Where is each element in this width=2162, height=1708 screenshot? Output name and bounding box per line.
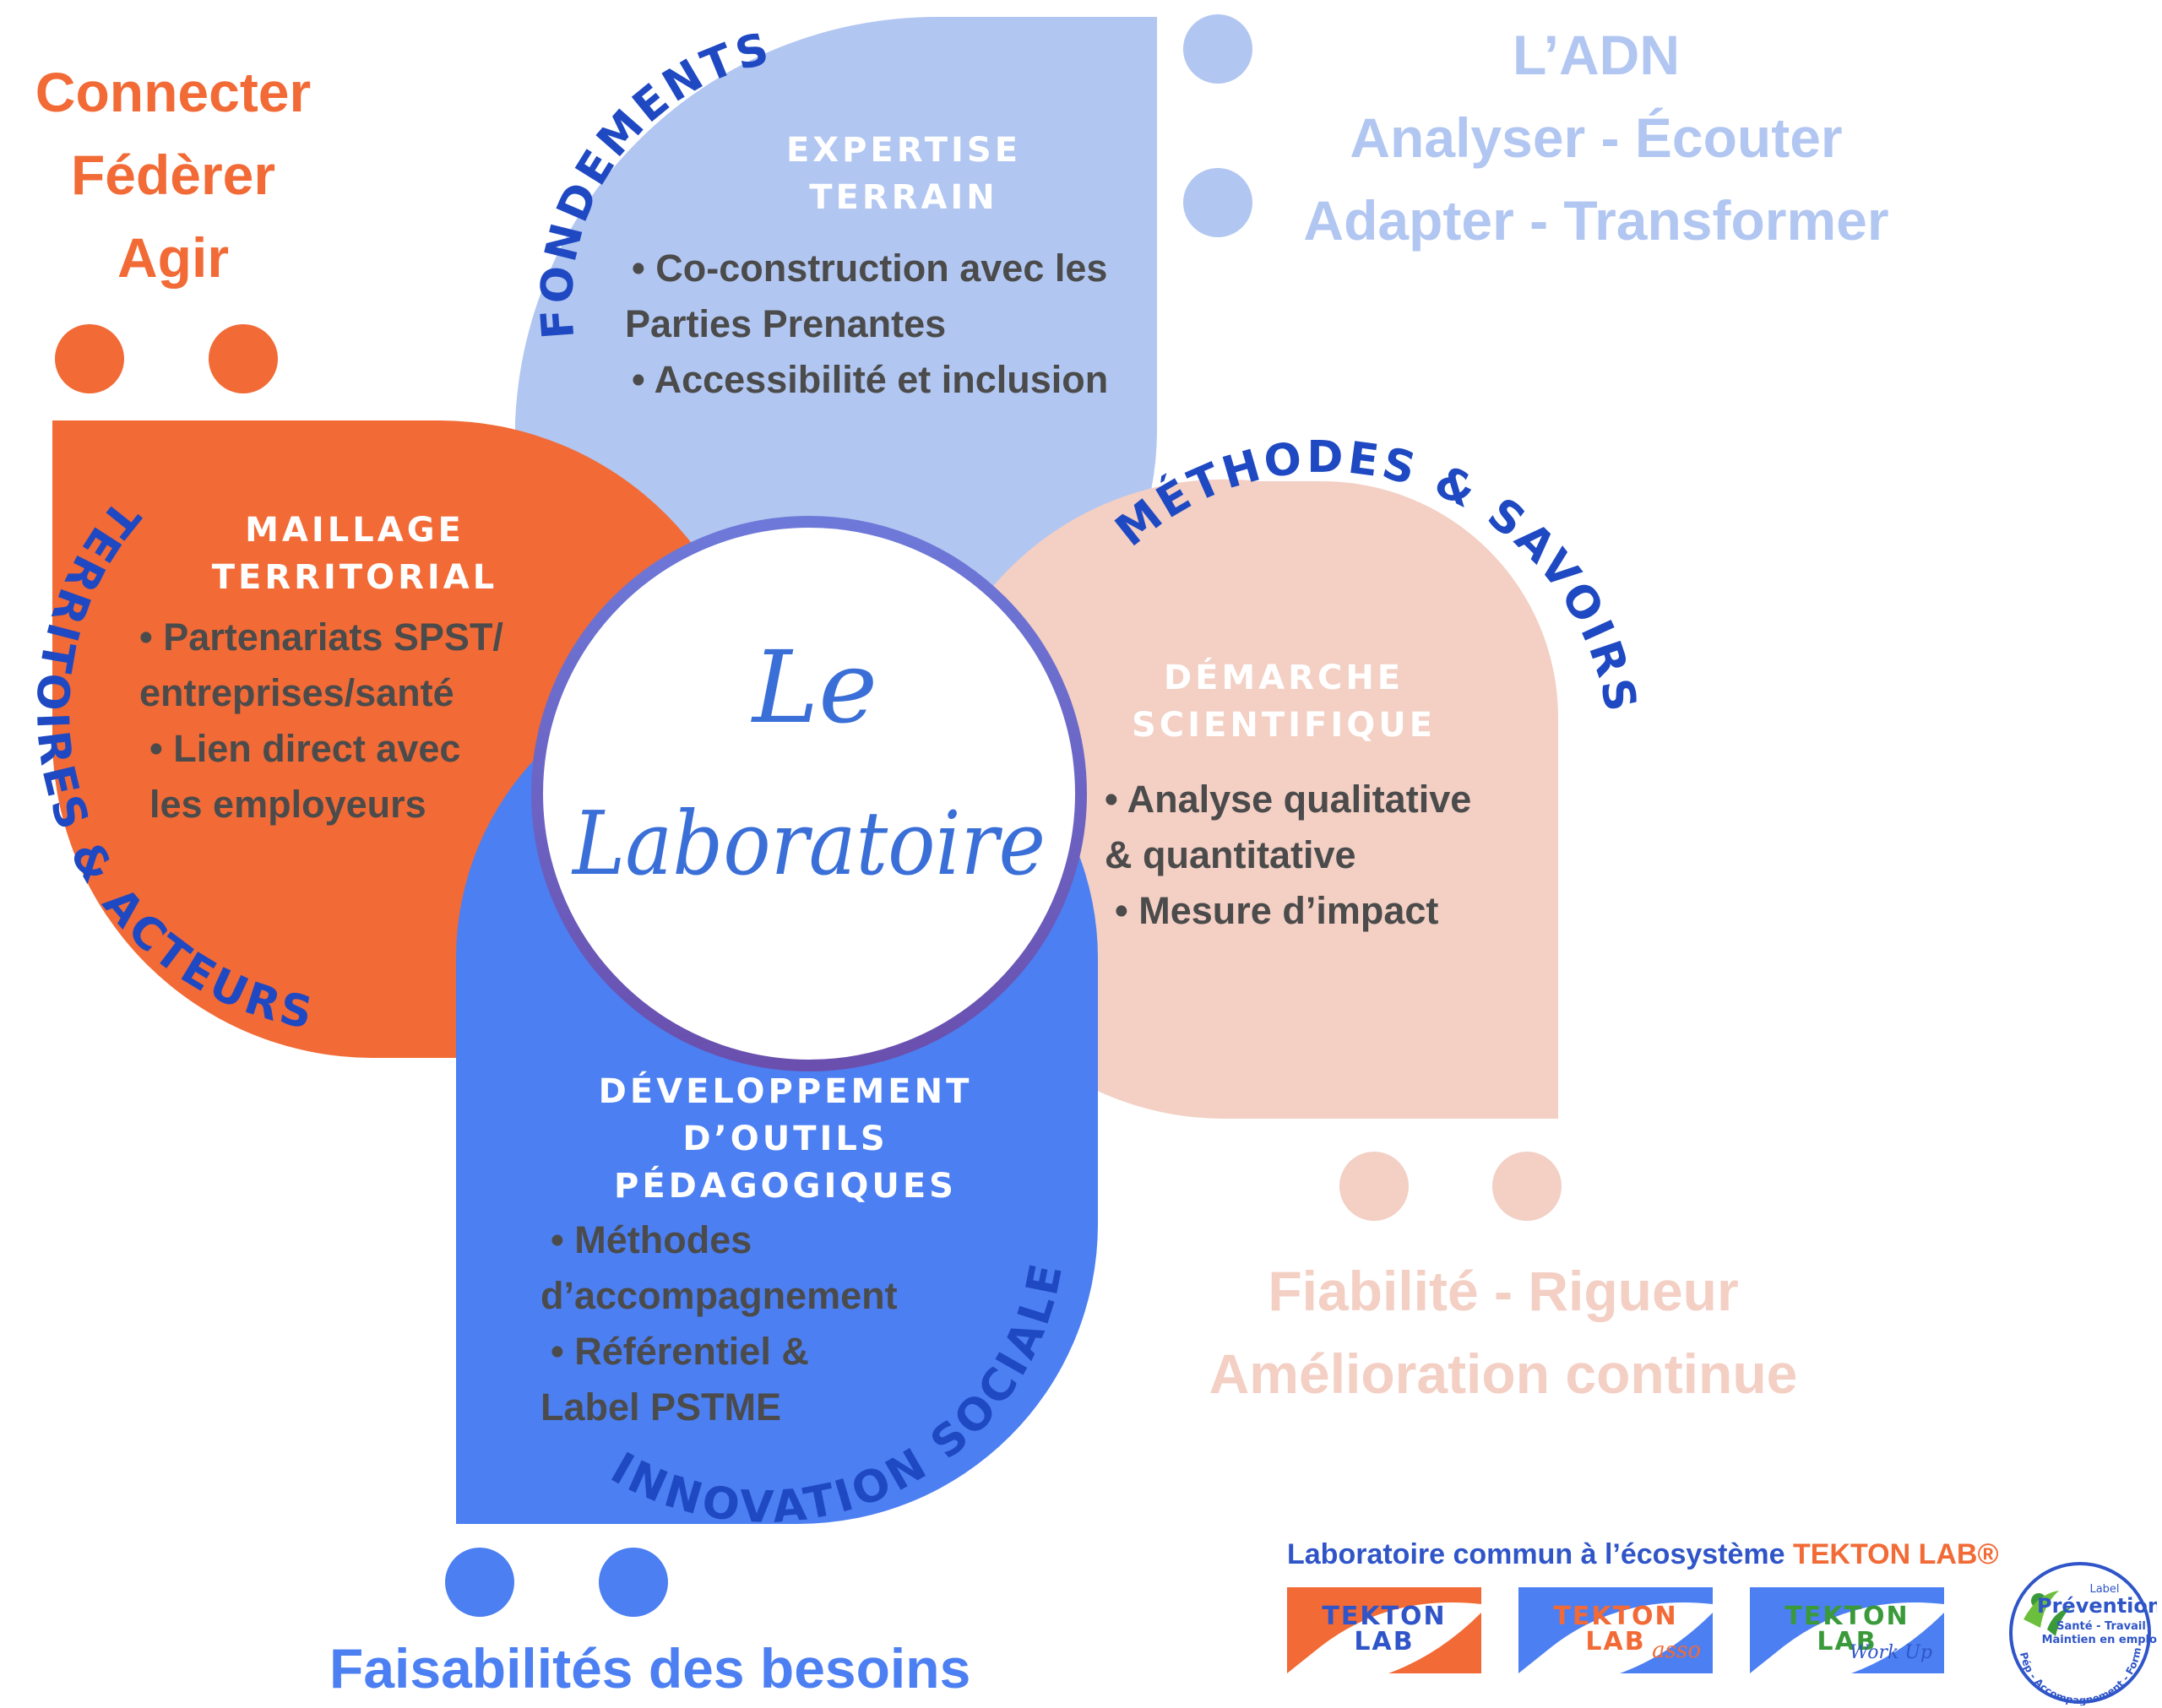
leaf-person-icon: [2023, 1591, 2071, 1636]
logo-subtitle: Work Up: [1850, 1642, 1932, 1663]
logo-tekton-lab-asso: TEKTON LAB asso: [1518, 1587, 1713, 1673]
bullet-line: les employeurs: [149, 783, 426, 826]
blue-dot: [445, 1548, 514, 1617]
logo-tekton-lab: TEKTON LAB: [1287, 1587, 1481, 1673]
heading-line: DÉVELOPPEMENT: [598, 1072, 973, 1111]
seal-title: Prévention: [2037, 1594, 2157, 1618]
logo-swoosh-icon: [1750, 1587, 1944, 1673]
tagline-orange-line: Connecter: [35, 61, 312, 123]
heading-line: SCIENTIFIQUE: [1131, 706, 1437, 745]
bullet-line: • Mesure d’impact: [1115, 889, 1439, 932]
label-prevention-seal: Label Prévention Santé - Travail Maintie…: [2003, 1560, 2157, 1705]
logo-swoosh-icon: [1287, 1587, 1481, 1673]
bullet-line: Label PSTME: [540, 1385, 782, 1429]
light-blue-dot: [1183, 168, 1252, 237]
bullet-line: • Référentiel &: [551, 1330, 809, 1373]
blue-dot: [599, 1548, 668, 1617]
center-circle: [531, 516, 1087, 1071]
tagline-adn-line: L’ADN: [1513, 24, 1680, 86]
tagline-orange-line: Fédèrer: [70, 144, 276, 206]
tagline-pink: Fiabilité - Rigueur Amélioration continu…: [1165, 1250, 1841, 1415]
bullet-line: entreprises/santé: [139, 671, 454, 714]
light-blue-dot: [1183, 14, 1252, 84]
heading-expertise-terrain: EXPERTISE TERRAIN: [735, 127, 1073, 221]
bullets-methodes: • Analyse qualitative & quantitative • M…: [1105, 772, 1471, 939]
bullets-innovation: • Méthodes d’accompagnement • Référentie…: [540, 1212, 898, 1435]
bullet-line: • Accessibilité et inclusion: [632, 358, 1109, 401]
pink-dot: [1492, 1152, 1562, 1221]
logo-text-line2: LAB: [1585, 1627, 1646, 1656]
tagline-adn-line: Adapter - Transformer: [1303, 189, 1889, 252]
orange-dot: [55, 324, 124, 393]
bullets-fondements: • Co-construction avec les Parties Prena…: [625, 241, 1108, 408]
tagline-orange: Connecter Fédèrer Agir: [25, 51, 321, 299]
logo-text-line2: LAB: [1817, 1627, 1877, 1656]
heading-line: TERRAIN: [809, 178, 998, 217]
heading-line: D’OUTILS: [682, 1120, 888, 1158]
bullet-line: • Lien direct avec: [149, 727, 461, 770]
tagline-adn: L’ADN Analyser - Écouter Adapter - Trans…: [1258, 14, 1934, 262]
bullets-territoires: • Partenariats SPST/ entreprises/santé •…: [139, 610, 503, 832]
footer-prefix: Laboratoire commun à l’écosystème: [1287, 1538, 1793, 1570]
center-title-laboratoire: Laboratoire: [571, 792, 1046, 895]
tagline-pink-line: Amélioration continue: [1209, 1342, 1798, 1405]
tagline-blue: Faisabilités des besoins: [329, 1637, 971, 1700]
logo-swoosh-icon: [1518, 1587, 1713, 1673]
logo-text-line1: TEKTON: [1322, 1602, 1447, 1631]
tagline-pink-line: Fiabilité - Rigueur: [1268, 1260, 1739, 1322]
bullet-line: • Co-construction avec les: [632, 247, 1108, 290]
tagline-orange-line: Agir: [117, 226, 229, 289]
heading-line: TERRITORIAL: [211, 558, 498, 597]
heading-line: PÉDAGOGIQUES: [614, 1167, 957, 1206]
orange-dot: [209, 324, 278, 393]
heading-line: DÉMARCHE: [1163, 659, 1404, 697]
pink-dot: [1339, 1152, 1409, 1221]
logo-text-line1: TEKTON: [1784, 1602, 1909, 1631]
bullet-line: Parties Prenantes: [625, 302, 947, 345]
heading-developpement-outils: DÉVELOPPEMENT D’OUTILS PÉDAGOGIQUES: [532, 1068, 1039, 1210]
footer-ecosystem-line: Laboratoire commun à l’écosystème TEKTON…: [1287, 1538, 1999, 1571]
heading-line: MAILLAGE: [245, 511, 464, 550]
bullet-line: • Analyse qualitative: [1105, 778, 1472, 821]
footer-brand: TEKTON LAB®: [1792, 1538, 1999, 1570]
logo-tekton-lab-work-up: TEKTON LAB Work Up: [1750, 1587, 1944, 1673]
bullet-line: • Partenariats SPST/: [139, 615, 503, 659]
seal-line1: Santé - Travail: [2056, 1620, 2146, 1633]
heading-demarche-scientifique: DÉMARCHE SCIENTIFIQUE: [1115, 654, 1453, 749]
center-title-le: Le: [751, 629, 877, 746]
seal-line2: Maintien en emploi: [2042, 1634, 2157, 1646]
bullet-line: & quantitative: [1105, 833, 1356, 876]
heading-maillage-territorial: MAILLAGE TERRITORIAL: [186, 507, 524, 601]
logo-text-line2: LAB: [1354, 1627, 1415, 1656]
logo-text: TEKTON LAB: [1287, 1604, 1481, 1655]
tagline-adn-line: Analyser - Écouter: [1350, 106, 1843, 169]
seal-top: Label: [2089, 1583, 2119, 1596]
logo-text: TEKTON LAB: [1750, 1604, 1944, 1655]
logo-text-line1: TEKTON: [1553, 1602, 1678, 1631]
heading-line: EXPERTISE: [785, 131, 1022, 170]
logo-text: TEKTON LAB: [1518, 1604, 1713, 1655]
logo-subtitle: asso: [1652, 1638, 1701, 1663]
bullet-line: • Méthodes: [551, 1218, 752, 1261]
bullet-line: d’accompagnement: [540, 1274, 898, 1317]
